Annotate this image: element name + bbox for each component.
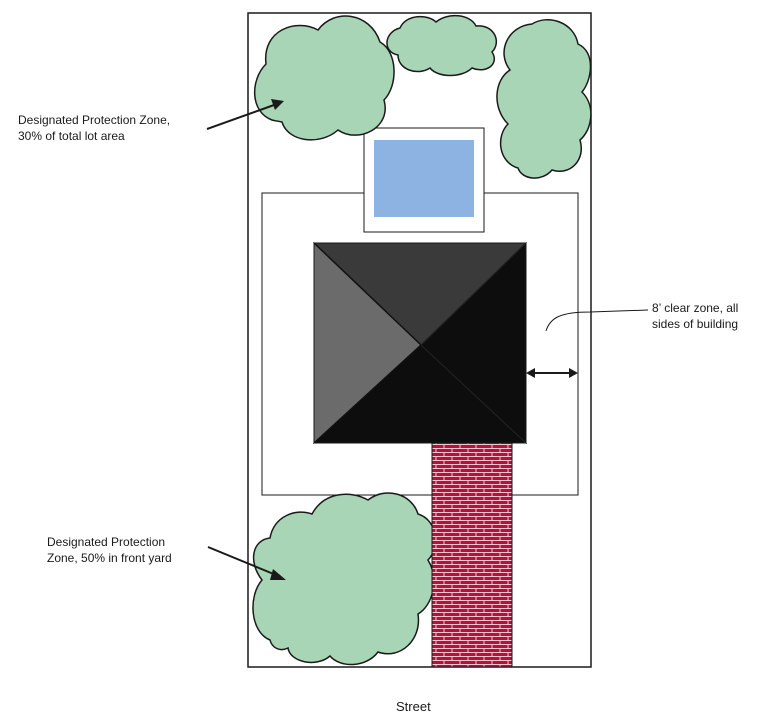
label-protection-zone-rear-line1: Designated Protection Zone,	[18, 113, 171, 127]
label-clear-zone: 8’ clear zone, all sides of building	[652, 300, 738, 332]
label-street-text: Street	[396, 699, 431, 714]
label-protection-zone-front-line1: Designated Protection	[47, 535, 166, 549]
label-protection-zone-rear: Designated Protection Zone, 30% of total…	[18, 112, 170, 144]
house-roof	[312, 241, 528, 445]
label-clear-zone-line1: 8’ clear zone, all	[652, 301, 739, 315]
label-street: Street	[396, 699, 431, 715]
rear-protection-arrow	[206, 99, 284, 130]
tree-rear-center	[386, 14, 497, 77]
label-protection-zone-rear-line2: 30% of total lot area	[18, 129, 125, 143]
clear-zone-dimension-arrow	[526, 368, 578, 378]
pool-water	[374, 140, 474, 217]
front-protection-arrow	[207, 546, 286, 580]
label-clear-zone-line2: sides of building	[652, 317, 739, 331]
tree-rear-left	[253, 15, 395, 141]
brick-walkway	[431, 439, 513, 668]
label-protection-zone-front: Designated Protection Zone, 50% in front…	[47, 534, 172, 566]
clear-zone-leader	[545, 309, 649, 332]
tree-rear-right	[496, 19, 592, 179]
label-protection-zone-front-line2: Zone, 50% in front yard	[47, 551, 172, 565]
